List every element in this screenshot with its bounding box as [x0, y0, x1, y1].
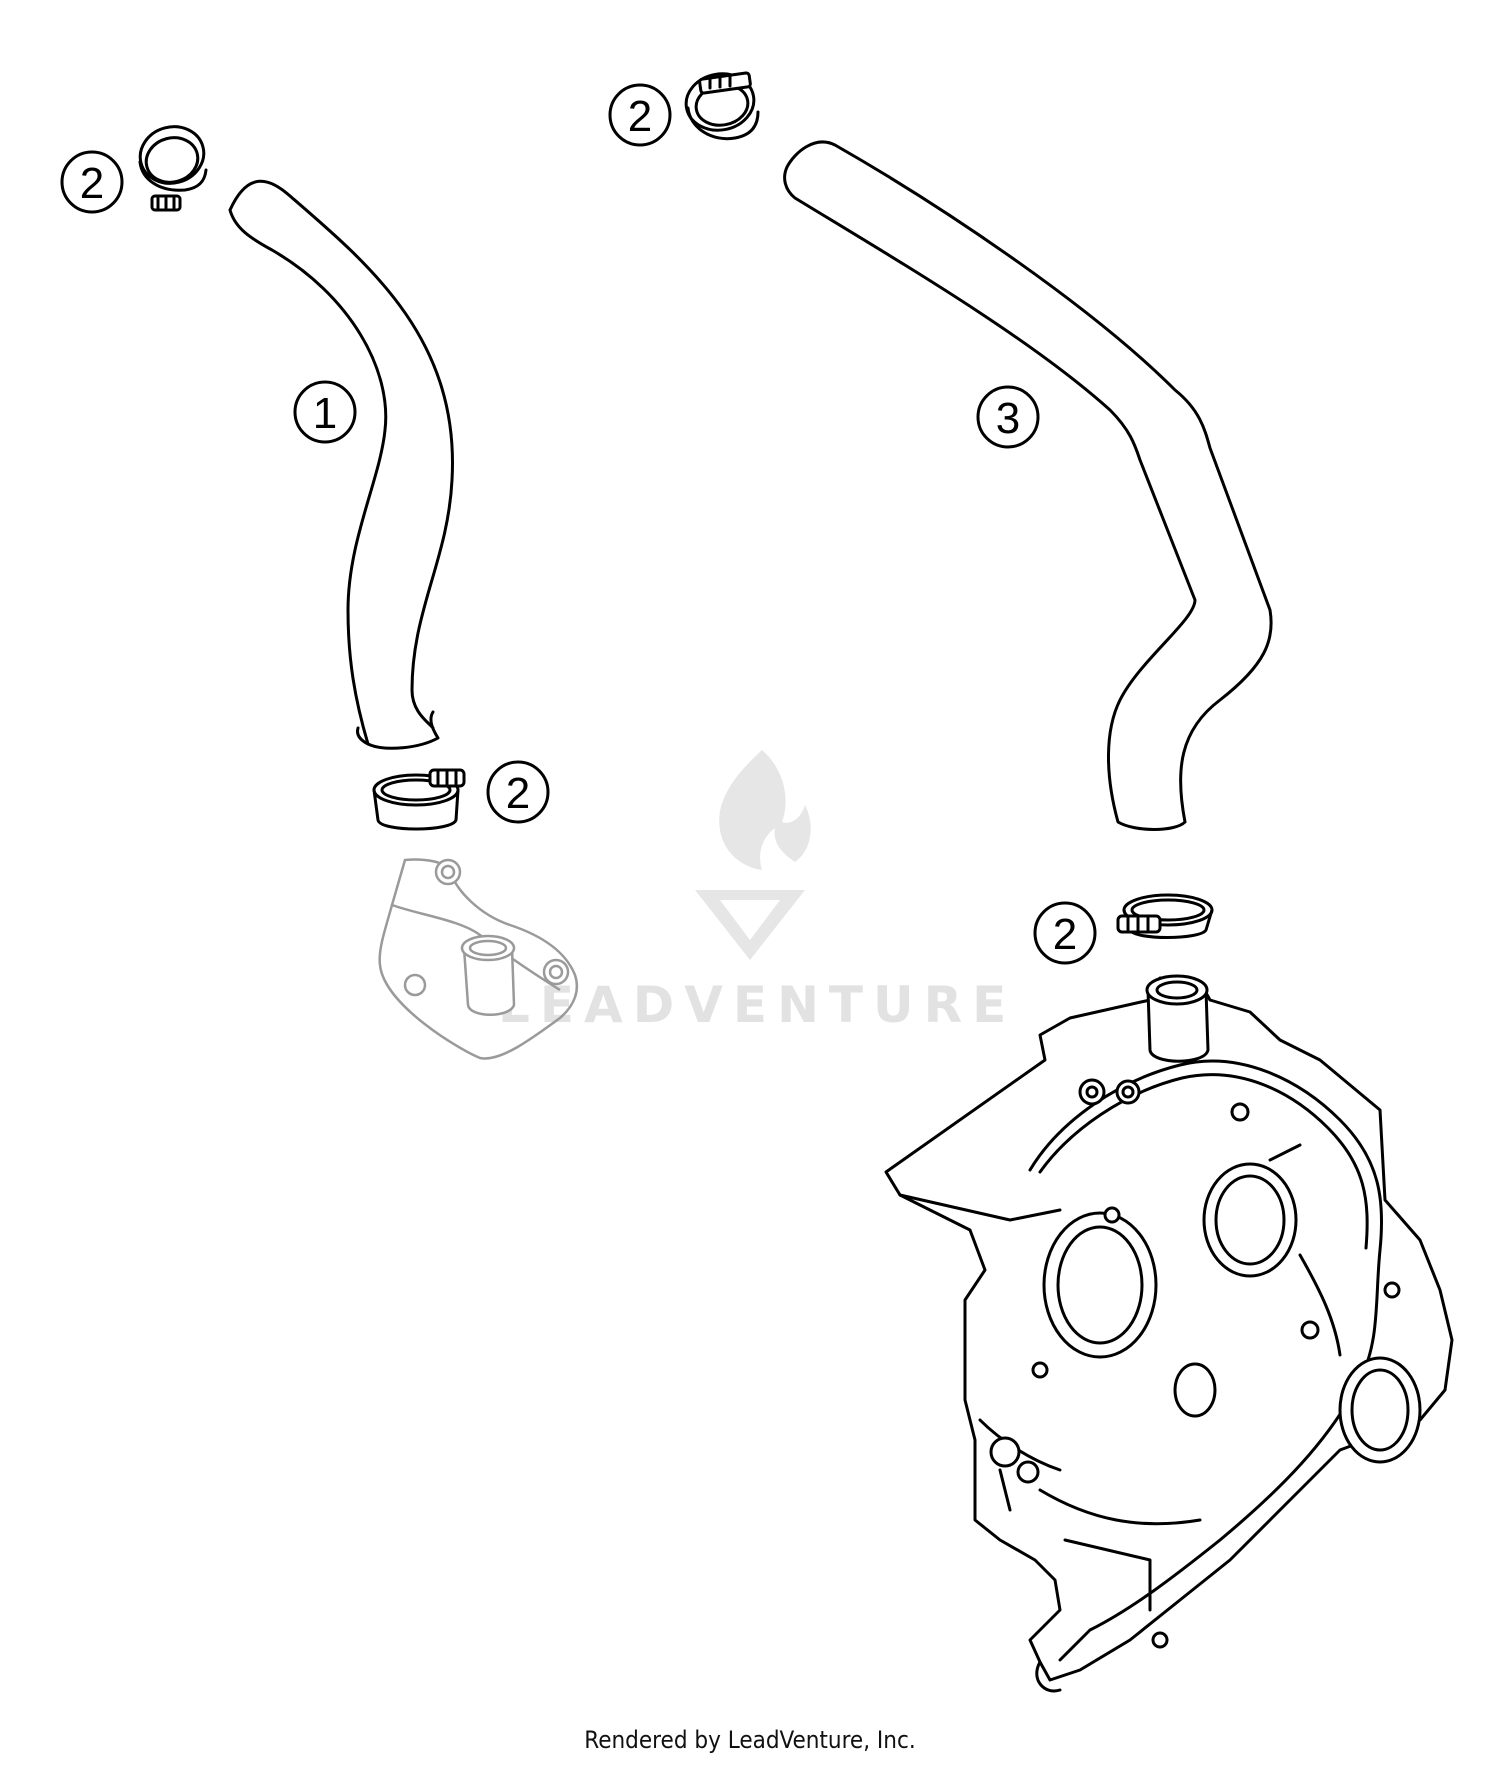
crankcase-cover [884, 974, 1454, 1693]
footer-credit: Rendered by LeadVenture, Inc. [584, 1726, 916, 1754]
svg-text:3: 3 [996, 394, 1020, 443]
clamp-top-left [138, 125, 208, 212]
watermark-brand: LEADVENTURE [498, 976, 1016, 1034]
watermark-v-icon [695, 890, 805, 960]
watermark-flame-icon [719, 750, 811, 870]
svg-text:2: 2 [1053, 910, 1077, 959]
clamp-top-middle [684, 71, 760, 141]
callout-2-middle-left: 2 [486, 760, 550, 824]
callout-2-bottom-right: 2 [1033, 901, 1097, 965]
outlet-housing-reference [378, 858, 579, 1060]
svg-text:2: 2 [80, 159, 104, 208]
callout-1: 1 [293, 380, 357, 444]
callout-2-top-middle: 2 [608, 83, 672, 147]
hose-3 [783, 140, 1273, 831]
svg-text:1: 1 [313, 389, 337, 438]
callout-2-top-left: 2 [60, 150, 124, 214]
callout-3: 3 [976, 385, 1040, 449]
svg-text:2: 2 [628, 92, 652, 141]
clamp-bottom-right [1116, 893, 1214, 939]
watermark: LEADVENTURE [498, 750, 1016, 1034]
clamp-middle-left [372, 768, 466, 831]
hose-1 [228, 179, 454, 750]
svg-text:2: 2 [506, 769, 530, 818]
